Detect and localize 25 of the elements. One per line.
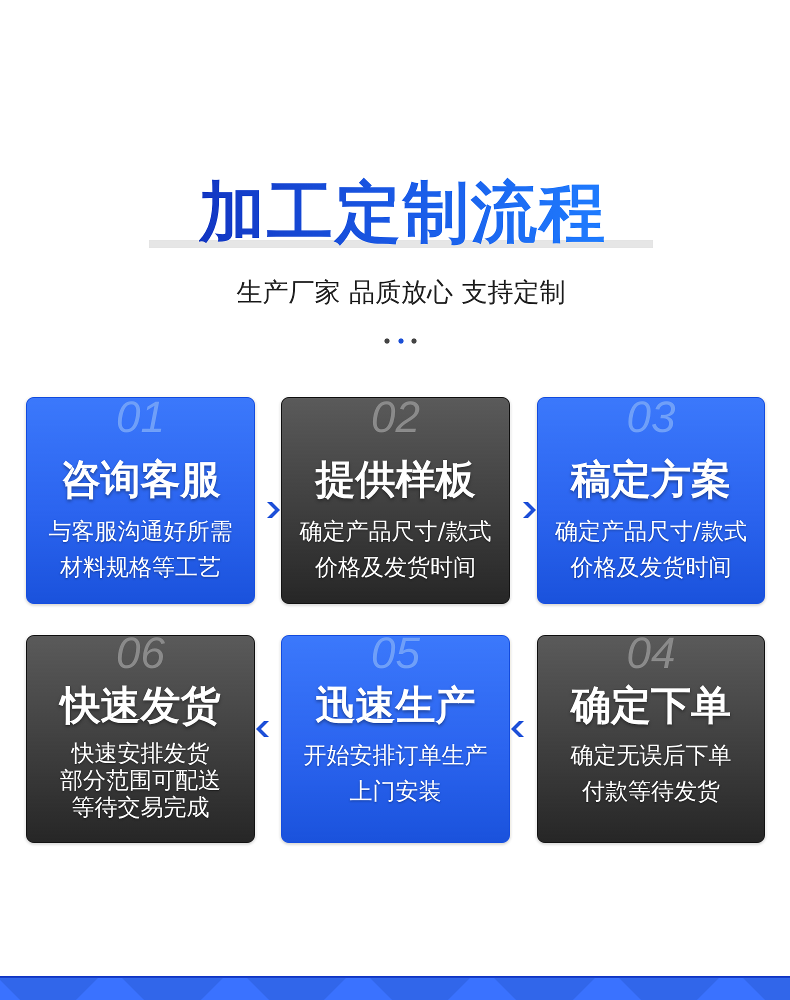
step-description: 快速安排发货部分范围可配送等待交易完成 (60, 741, 221, 822)
step-card (281, 635, 510, 843)
step-card (537, 635, 765, 843)
step-card (537, 397, 765, 604)
step-title: 快速发货 (60, 682, 220, 730)
step-title: 提供样板 (316, 456, 476, 504)
step-number: 01 (115, 402, 166, 434)
step-number: 03 (626, 402, 676, 434)
step-card (26, 635, 255, 843)
step-title: 咨询客服 (60, 456, 220, 504)
step-title: 稿定方案 (571, 456, 731, 504)
step-card (281, 397, 510, 604)
step-description: 与客服沟通好所需材料规格等工艺 (48, 518, 232, 583)
step-title: 迅速生产 (316, 682, 476, 730)
step-number: 05 (370, 638, 421, 670)
step-card (26, 397, 255, 604)
step-description: 确定产品尺寸/款式价格及发货时间 (300, 518, 492, 583)
step-number: 06 (115, 638, 166, 670)
step-number: 02 (370, 402, 421, 434)
step-description: 确定产品尺寸/款式价格及发货时间 (555, 518, 747, 583)
step-number: 04 (626, 638, 676, 670)
subtitle: 生产厂家 品质放心 支持定制 (236, 277, 566, 310)
step-title: 确定下单 (571, 682, 731, 730)
step-description: 确定无误后下单付款等待发货 (570, 742, 732, 807)
step-description: 开始安排订单生产上门安装 (304, 742, 488, 807)
